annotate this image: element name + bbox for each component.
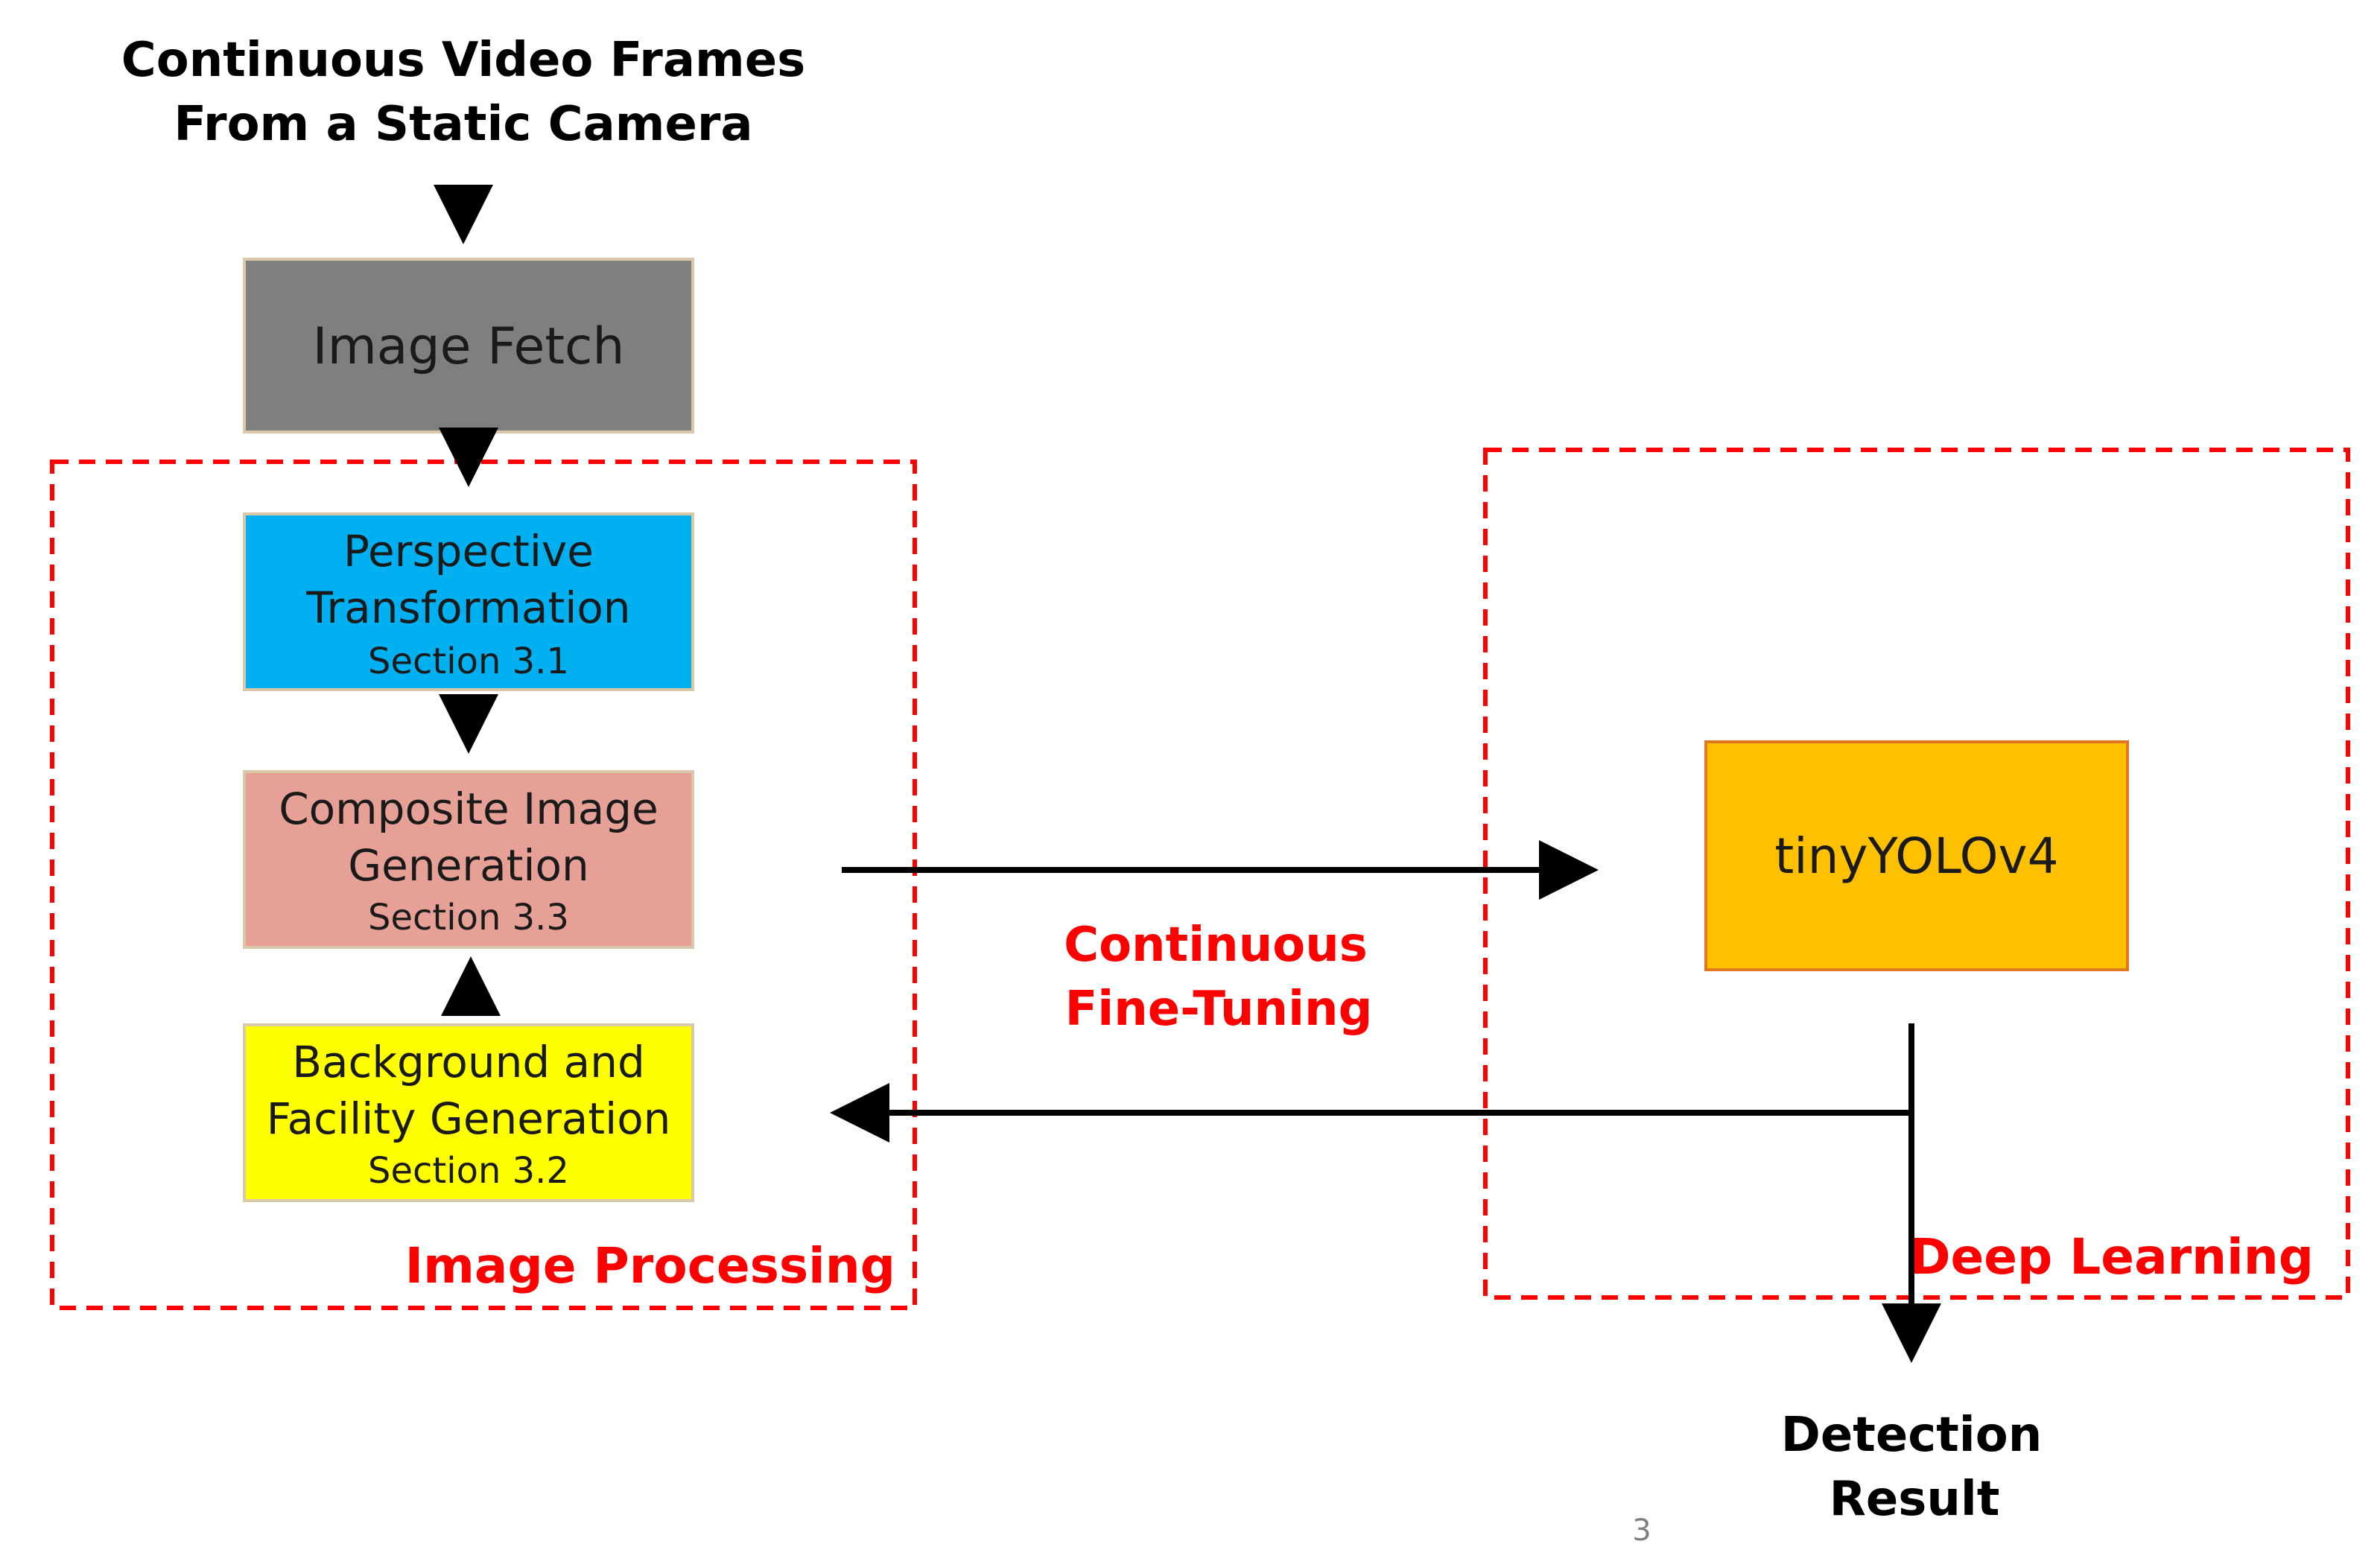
perspective-line2: Transformation [305, 582, 630, 633]
composite-line2: Generation [348, 840, 589, 891]
background-facility-generation-box [243, 1023, 694, 1202]
background-section: Section 3.2 [368, 1150, 569, 1192]
fine-tuning-line2: Fine-Tuning [1065, 982, 1373, 1037]
tinyyolov4-box [1704, 740, 2129, 971]
background-line1: Background and [292, 1037, 645, 1087]
input-label-line2: From a Static Camera [174, 97, 752, 152]
page-number: 3 [1632, 1513, 1651, 1544]
deep-learning-label: Deep Learning [1910, 1228, 2314, 1286]
perspective-section: Section 3.1 [368, 641, 569, 682]
composite-line1: Composite Image [279, 784, 659, 834]
perspective-line1: Perspective [343, 526, 594, 576]
background-line2: Facility Generation [267, 1093, 671, 1144]
composite-section: Section 3.3 [368, 897, 569, 938]
fine-tuning-line1: Continuous [1064, 918, 1368, 973]
image-processing-label: Image Processing [405, 1237, 895, 1294]
image-fetch-label: Image Fetch [313, 317, 625, 376]
input-label-line1: Continuous Video Frames [121, 33, 805, 88]
detection-result-line2: Result [1830, 1472, 2000, 1527]
composite-image-generation-box [243, 770, 694, 949]
deep-learning-group [1483, 448, 2350, 1300]
tinyyolov4-label: tinyYOLOv4 [1774, 827, 2058, 885]
detection-result-line1: Detection [1781, 1408, 2043, 1463]
perspective-transformation-box [243, 512, 694, 691]
